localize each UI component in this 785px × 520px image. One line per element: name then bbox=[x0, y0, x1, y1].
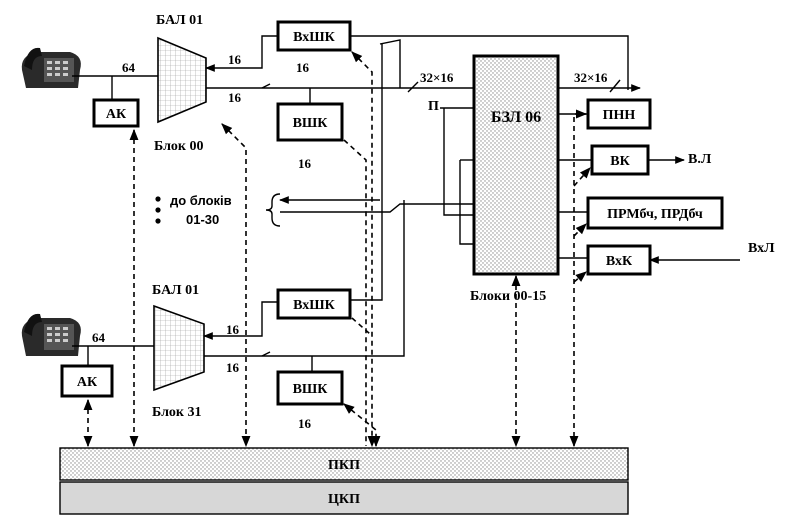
vshk-top-label: ВШК bbox=[293, 116, 329, 131]
dot-3 bbox=[155, 218, 161, 224]
vk-label: ВК bbox=[610, 154, 630, 169]
bal-bottom-trapezoid bbox=[153, 304, 205, 392]
ak-box-bottom bbox=[60, 364, 114, 398]
prm-box bbox=[586, 196, 724, 230]
n32x16-right: 32×16 bbox=[574, 70, 608, 85]
n16-bottom-b: 16 bbox=[226, 360, 240, 375]
ak-top-label: АК bbox=[106, 107, 127, 122]
pkp-label: ПКП bbox=[328, 458, 360, 473]
block-00-label: Блок 00 bbox=[154, 139, 204, 154]
ak-box-top bbox=[92, 98, 140, 128]
vxk-box bbox=[586, 244, 652, 276]
vxshk-box-top bbox=[276, 20, 352, 52]
brace bbox=[265, 193, 281, 227]
vxshk-bottom-label: ВхШК bbox=[293, 298, 336, 313]
n64-top: 64 bbox=[122, 60, 136, 75]
dot-1 bbox=[155, 196, 161, 202]
prm-label: ПРМбч, ПРДбч bbox=[607, 207, 703, 222]
pkp-bar bbox=[59, 447, 629, 481]
bzl-box bbox=[472, 54, 560, 276]
ckp-label: ЦКП bbox=[328, 492, 360, 507]
n16-top-c: 16 bbox=[228, 90, 242, 105]
n16-top-a: 16 bbox=[228, 52, 242, 67]
vxl-label: ВхЛ bbox=[748, 241, 775, 256]
block-31-label: Блок 31 bbox=[152, 405, 202, 420]
to-blocks-line1: до блоків bbox=[170, 193, 232, 208]
p-label: П bbox=[428, 99, 439, 114]
n16-bottom-a: 16 bbox=[226, 322, 240, 337]
ckp-bar bbox=[59, 481, 629, 515]
vshk-box-bottom bbox=[276, 370, 344, 406]
n16-top-b: 16 bbox=[296, 60, 310, 75]
vl-label: В.Л bbox=[688, 152, 712, 167]
vxk-label: ВхК bbox=[606, 254, 633, 269]
telephone-icon-bottom bbox=[21, 313, 81, 356]
bal-top-label: БАЛ 01 bbox=[156, 13, 203, 28]
bzl-blocks-label: Блоки 00-15 bbox=[470, 289, 546, 304]
bal-top-trapezoid bbox=[157, 36, 207, 124]
n32x16-left: 32×16 bbox=[420, 70, 454, 85]
vshk-box-top bbox=[276, 102, 344, 142]
to-blocks-line2: 01-30 bbox=[186, 212, 219, 227]
ak-bottom-label: АК bbox=[77, 375, 98, 390]
bzl-label: БЗЛ 06 bbox=[491, 109, 541, 126]
n16-top-d: 16 bbox=[298, 156, 312, 171]
pnn-label: ПНН bbox=[603, 108, 636, 123]
n16-bottom-c: 16 bbox=[298, 416, 312, 431]
dot-2 bbox=[155, 207, 161, 213]
vxshk-box-bottom bbox=[276, 288, 352, 320]
n64-bottom: 64 bbox=[92, 330, 106, 345]
bal-bottom-label: БАЛ 01 bbox=[152, 283, 199, 298]
vxshk-top-label: ВхШК bbox=[293, 30, 336, 45]
vshk-bottom-label: ВШК bbox=[293, 382, 329, 397]
telephone-icon-top bbox=[21, 47, 81, 88]
